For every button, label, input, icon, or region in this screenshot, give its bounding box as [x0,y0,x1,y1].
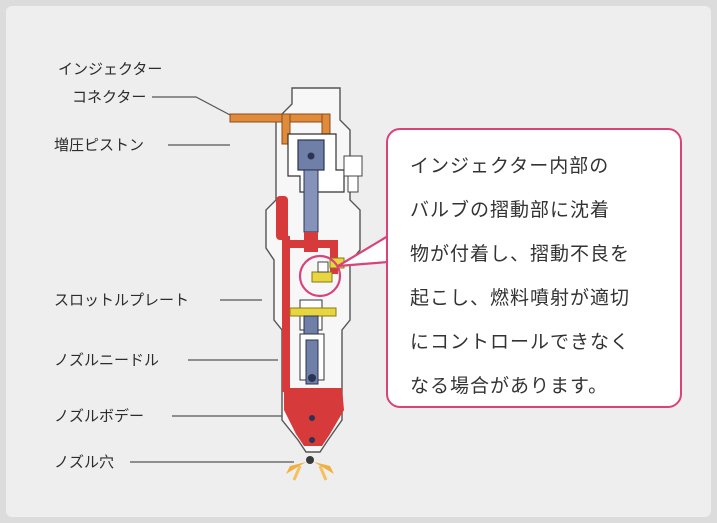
throttle-plate [289,257,345,335]
highlight-circle [298,254,342,298]
booster-piston [297,139,325,233]
control-valve [343,155,363,193]
label-injector-connector-line1: インジェクター [58,60,163,78]
label-booster-piston: 増圧ピストン [54,136,145,154]
callout-line: なる場合があります。 [410,375,609,397]
nozzle-needle [299,333,325,443]
callout-line: インジェクター内部の [410,155,610,177]
callout-line: 起こし、燃料噴射が適切 [410,287,631,309]
callout-line: 物が付着し、摺動不良を [410,243,631,265]
label-injector-connector-line2: コネクター [72,88,147,106]
label-nozzle-body: ノズルボデー [54,407,145,425]
label-throttle-plate: スロットルプレート [54,291,190,309]
label-nozzle-hole: ノズル穴 [54,453,115,471]
callout-line: バルブの摺動部に沈着 [410,199,611,221]
callout-line: にコントロールできなく [410,331,631,353]
fuel-spray [286,456,334,481]
leader-injector-connector [152,96,233,117]
leader-lines [130,96,294,463]
callout-box: インジェクター内部の バルブの摺動部に沈着 物が付着し、摺動不良を 起こし、燃料… [386,128,682,408]
label-nozzle-needle: ノズルニードル [54,351,160,369]
